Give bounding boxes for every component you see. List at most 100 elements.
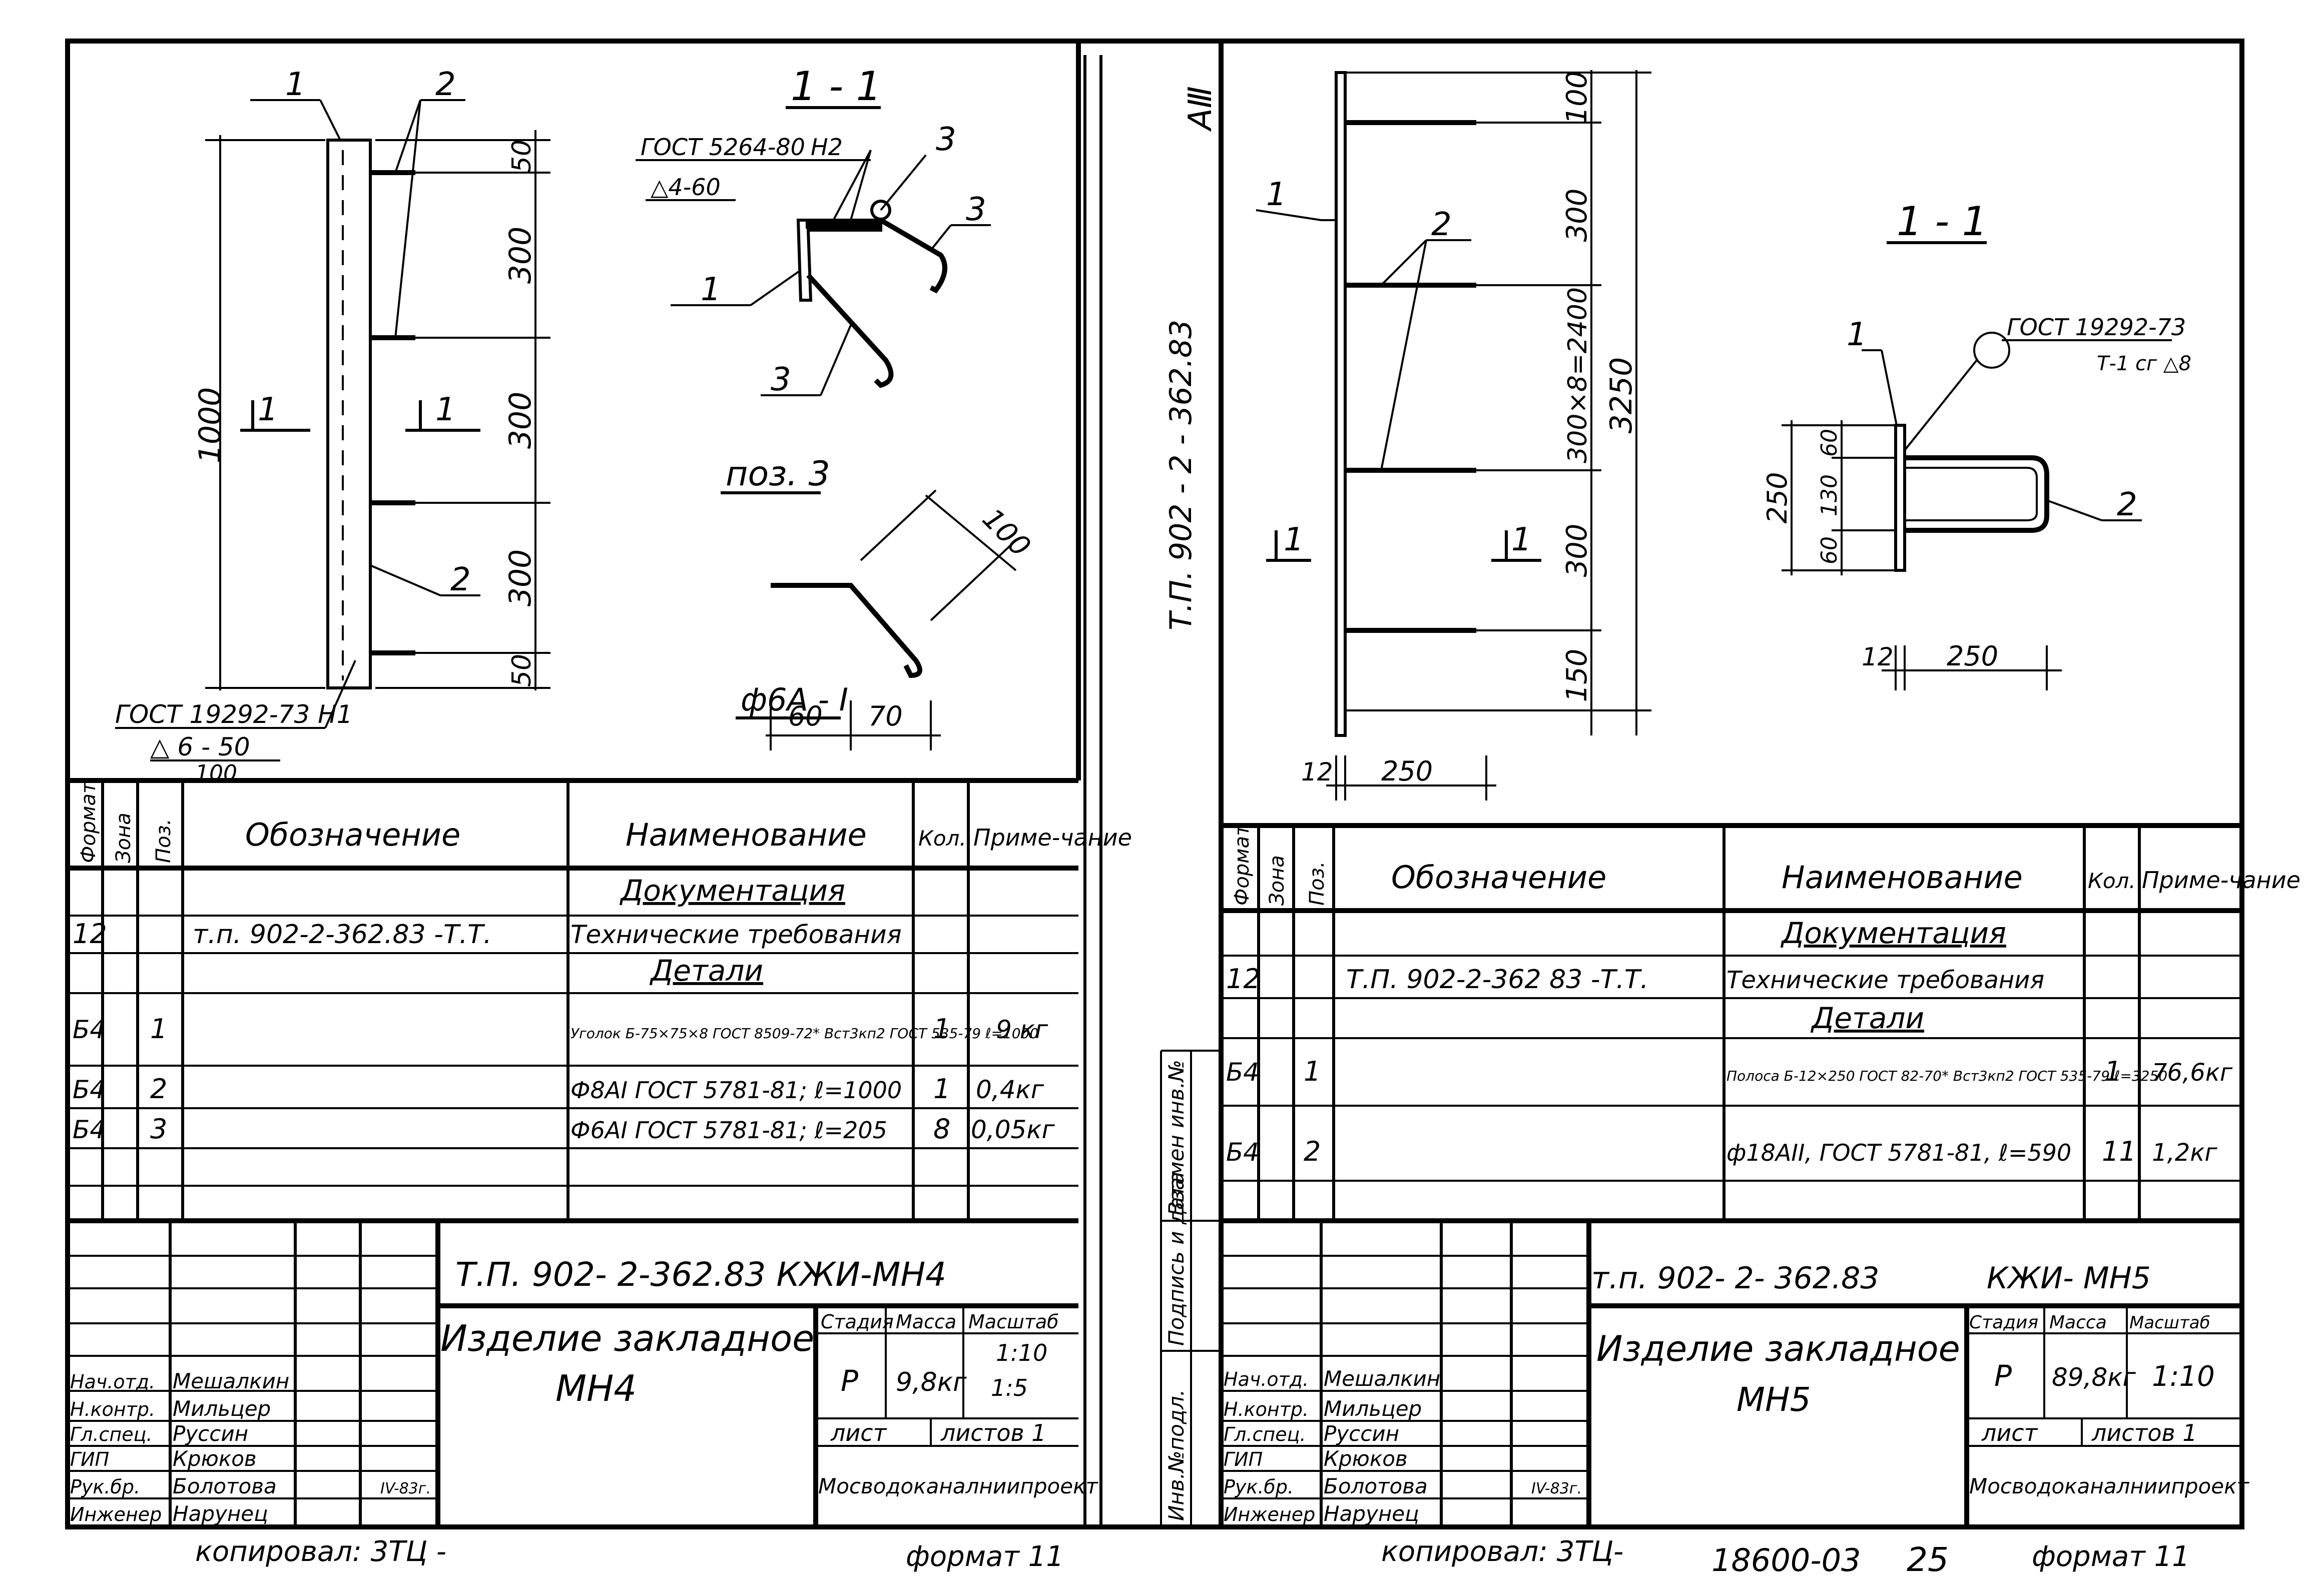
section-mark-right: 1	[435, 391, 456, 428]
footer-copied-right: копировал: 3ТЦ-	[1381, 1535, 1623, 1568]
plate-part-1	[1335, 71, 1347, 737]
r-hdr-zone: Зона	[1266, 855, 1289, 906]
right-callout-2: 2	[1431, 206, 1452, 243]
weld-note-top-size: △4-60	[651, 174, 721, 201]
right-tb-mass-label: Масса	[2049, 1312, 2107, 1333]
right-tb-stage-label: Стадия	[1969, 1312, 2038, 1333]
row-details-section: Детали	[649, 954, 763, 988]
footer-format-right: формат 11	[2032, 1540, 2190, 1573]
row1-designation: т.п. 902-2-362.83 -Т.Т.	[193, 920, 492, 950]
footer: копировал: 3ТЦ - формат 11 копировал: 3Т…	[195, 1535, 2190, 1579]
right-name-0: Мешалкин	[1324, 1366, 1440, 1391]
right-tb-sheet-label: лист	[1981, 1419, 2038, 1446]
hdr-note: Приме-чание	[973, 824, 1132, 851]
right-role-2: Гл.спец.	[1224, 1423, 1306, 1445]
dim-pos3-a: 60	[788, 700, 823, 732]
right-callout-1: 1	[1266, 176, 1287, 213]
left-tb-product: Изделие закладное	[440, 1317, 814, 1359]
left-tb-scale1: 1:10	[996, 1339, 1047, 1366]
right-role-5: Инженер	[1224, 1503, 1315, 1525]
right-tb-code: т.п. 902- 2- 362.83	[1591, 1261, 1879, 1296]
right-name-4: Болотова	[1324, 1474, 1428, 1498]
right-tb-stage: Р	[1994, 1359, 2012, 1393]
callout-section-3b: 3	[771, 361, 791, 398]
dim-300-a: 300	[503, 227, 538, 284]
right-section-title: 1 - 1	[1897, 198, 1988, 245]
left-tb-scale-label: Масштаб	[968, 1311, 1059, 1333]
r-hdr-note: Приме-чание	[2142, 867, 2300, 894]
section-plate	[1894, 424, 1906, 572]
r-hdr-designation: Обозначение	[1391, 859, 1606, 896]
right-role-1: Н.контр.	[1224, 1398, 1309, 1420]
row4-name: Ф6АI ГОСТ 5781-81; ℓ=205	[570, 1117, 887, 1144]
left-section-1-1: 1 - 1 ГОСТ 5264-80 Н2 △4-60 3 3 1 3	[636, 63, 991, 398]
left-role-2: Гл.спец.	[70, 1423, 153, 1445]
r-hdr-pos: Поз.	[1306, 861, 1329, 906]
dim-overall: 1000	[193, 387, 228, 464]
row3-format: Б4	[73, 1075, 106, 1104]
left-tb-mark: МН4	[555, 1367, 637, 1409]
dim-300-b: 300	[503, 392, 538, 449]
left-name-3: Крюков	[173, 1446, 257, 1471]
callout-section-1: 1	[701, 271, 721, 308]
dim-300-c: 300	[503, 549, 538, 607]
right-elevation-view: 100 300 300×8=2400 300 150 3250 1 2 1 1 …	[1256, 70, 1651, 801]
left-role-5: Инженер	[70, 1503, 162, 1525]
hdr-designation: Обозначение	[245, 817, 460, 853]
footer-format-left: формат 11	[906, 1540, 1064, 1573]
footer-copied-left: копировал: 3ТЦ -	[195, 1535, 446, 1568]
r-row1-designation: Т.П. 902-2-362 83 -Т.Т.	[1346, 965, 1648, 995]
row2-pos: 1	[150, 1013, 167, 1045]
row2-qty: 1	[933, 1013, 950, 1045]
sheet-tag: АⅢ	[1182, 86, 1219, 132]
footer-doc-number: 18600-03	[1711, 1542, 1861, 1578]
dim-250-vertical: 250	[1762, 472, 1793, 523]
left-role-1: Н.контр.	[70, 1398, 155, 1420]
dim-250-left: 250	[1381, 755, 1433, 787]
right-tb-org: Мосводоканалниипроект	[1969, 1474, 2249, 1498]
weld-note-bottom-std: ГОСТ 19292-73 Н1	[115, 700, 353, 729]
right-name-5: Нарунец	[1324, 1501, 1419, 1526]
left-name-5: Нарунец	[173, 1501, 268, 1526]
stamp-replace-label: Взамен инв.№	[1164, 1060, 1189, 1216]
pos3-title: поз. 3	[726, 454, 830, 494]
left-spec-table: Формат Зона Поз. Обозначение Наименовани…	[68, 778, 1132, 1221]
dim-50-bottom: 50	[507, 654, 537, 687]
right-spec-table: Формат Зона Поз. Обозначение Наименовани…	[1221, 823, 2300, 1221]
dim-150: 150	[1561, 649, 1593, 702]
hdr-name: Наименование	[626, 817, 867, 853]
pos3-bar: ф6А - I	[741, 681, 848, 718]
r-row1-format: 12	[1226, 963, 1261, 995]
r-row1-name: Технические требования	[1726, 966, 2044, 994]
left-elevation-view: 1000 50 300 300 300 50 1 2 2 1 1 ГОС	[115, 66, 550, 786]
r-row-details-section: Детали	[1810, 1001, 1924, 1035]
left-tb-date: IV-83г.	[380, 1480, 431, 1497]
right-tb-sheets-label: листов 1	[2091, 1419, 2197, 1446]
hdr-format: Формат	[77, 781, 100, 863]
dim-12-left: 12	[1301, 757, 1333, 786]
right-section-mark-left: 1	[1284, 521, 1304, 558]
r-row2-name: Полоса Б-12×250 ГОСТ 82-70* Вст3кп2 ГОСТ…	[1726, 1068, 2167, 1084]
left-tb-sheet-label: лист	[830, 1419, 887, 1446]
left-pos3-detail: поз. 3 100 ф6А - I 60 70	[721, 454, 1037, 750]
r-row2-note: 76,6кг	[2152, 1059, 2233, 1087]
left-section-title: 1 - 1	[791, 63, 882, 110]
stamp-inv-label: Инв.№подл.	[1164, 1389, 1189, 1521]
right-tb-mass: 89,8кг	[2052, 1363, 2136, 1392]
r-row2-pos: 1	[1304, 1056, 1321, 1087]
row3-name: Ф8АI ГОСТ 5781-81; ℓ=1000	[570, 1077, 902, 1104]
left-name-0: Мешалкин	[173, 1369, 289, 1393]
hdr-qty: Кол.	[918, 826, 966, 851]
r-hdr-format: Формат	[1231, 824, 1254, 906]
callout-3: 2	[435, 66, 456, 103]
row1-format: 12	[73, 918, 107, 950]
dim-pos3-b: 70	[868, 700, 903, 732]
right-tb-scale1: 1:10	[2152, 1360, 2215, 1393]
dim-3250: 3250	[1604, 357, 1639, 434]
section-callout-1: 1	[1847, 316, 1867, 353]
weld-note-bottom-size: △ 6 - 50	[150, 732, 250, 761]
left-role-3: ГИП	[70, 1448, 109, 1470]
dim-pos3-len: 100	[976, 502, 1037, 563]
left-tb-code: Т.П. 902- 2-362.83 КЖИ-МН4	[455, 1255, 946, 1294]
